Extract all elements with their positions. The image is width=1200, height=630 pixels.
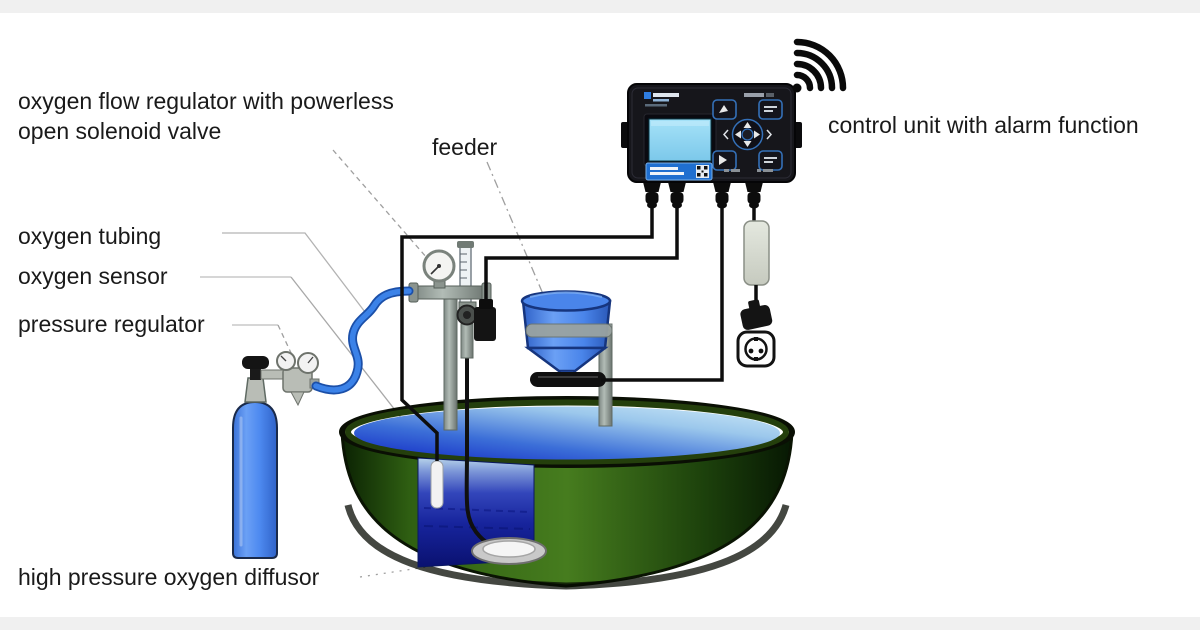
feeder-dome — [520, 290, 612, 312]
qr-code-icon — [696, 165, 709, 178]
stand-pipe — [443, 295, 458, 431]
tank-bottom-shadow — [344, 503, 790, 590]
label-flow-regulator-line1: oxygen flow regulator with powerless — [18, 88, 394, 114]
top-frame-bar — [0, 0, 1200, 13]
label-oxygen-tubing: oxygen tubing — [18, 223, 162, 249]
dpad-icon — [731, 118, 764, 151]
wifi-icon — [792, 38, 847, 93]
solenoid-cable — [484, 206, 679, 300]
power-plug-icon — [740, 299, 773, 330]
solenoid-valve — [456, 299, 496, 359]
label-sticker — [645, 162, 713, 181]
bottom-frame-bar — [0, 617, 1200, 630]
oxygen-flow-regulator — [408, 241, 492, 308]
cable-glands — [643, 182, 763, 209]
cylinder-neck — [244, 377, 267, 403]
oxygen-diffusor — [471, 537, 547, 565]
oxygen-cylinder — [232, 356, 278, 559]
tank-rim-inner — [345, 399, 789, 465]
feeder-cone — [524, 346, 609, 373]
port-marks — [724, 169, 773, 172]
oxygen-tube-blue — [311, 286, 414, 395]
brand-logo — [644, 92, 679, 107]
leader-oxygen-tubing — [222, 232, 366, 313]
sensor-cable — [400, 206, 654, 461]
power-chain — [736, 206, 776, 368]
feed-spreader-bar — [530, 372, 606, 387]
leader-lines — [200, 149, 544, 578]
label-diffusor: high pressure oxygen diffusor — [18, 564, 320, 590]
tank-water-surface — [354, 406, 780, 460]
label-control-unit: control unit with alarm function — [828, 112, 1139, 138]
feeder-assembly — [520, 290, 613, 387]
regulator-gauge-right — [297, 352, 319, 374]
cables — [400, 206, 724, 461]
cylinder-valve-handle — [242, 356, 269, 369]
pressure-gauge-icon — [422, 249, 456, 289]
label-feeder: feeder — [432, 134, 498, 160]
manifold-bar — [412, 285, 488, 300]
feeder-cable — [601, 206, 724, 382]
fish-tank — [339, 396, 795, 590]
control-unit — [621, 83, 802, 209]
leader-pressure-regulator-2 — [277, 324, 293, 356]
cylinder-valve-stem — [250, 366, 261, 380]
label-flow-regulator-line2: open solenoid valve — [18, 118, 222, 144]
key-bottom-right — [758, 150, 783, 171]
power-socket-icon — [736, 330, 776, 368]
regulator-gauge-left — [276, 351, 296, 371]
leader-flow-regulator — [332, 149, 428, 259]
power-adapter — [743, 220, 770, 286]
lcd-screen — [643, 113, 717, 167]
pressure-regulator-assembly — [260, 351, 320, 407]
label-oxygen-sensor: oxygen sensor — [18, 263, 168, 289]
key-top-right — [758, 99, 783, 120]
feeder-band — [525, 323, 613, 338]
label-flow-regulator: oxygen flow regulator with powerless ope… — [18, 86, 394, 146]
model-marks — [744, 93, 774, 97]
tank-rim-outer — [339, 396, 795, 468]
leader-feeder — [486, 161, 544, 295]
label-pressure-regulator: pressure regulator — [18, 311, 205, 337]
